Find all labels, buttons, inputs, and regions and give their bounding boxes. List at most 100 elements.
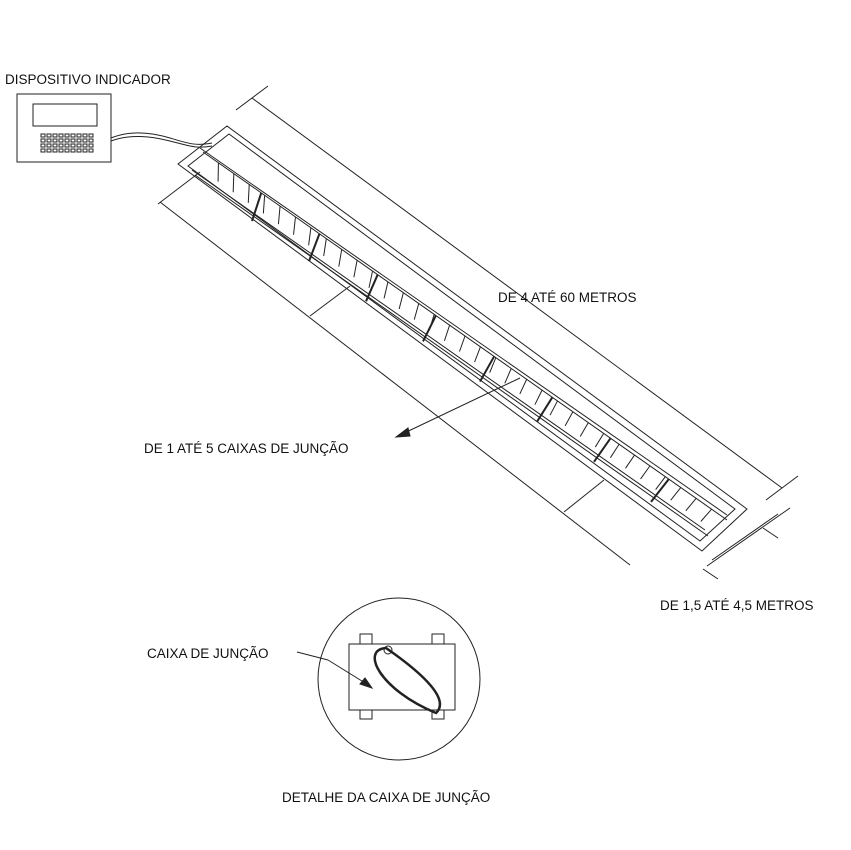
- module-dividers: [251, 192, 670, 503]
- junction-box-label: CAIXA DE JUNÇÃO: [147, 646, 269, 661]
- module-divider: [251, 192, 263, 222]
- junction-box-foot-bl: [359, 709, 373, 720]
- deck-cross-member: [338, 249, 343, 267]
- length-dimension: [235, 85, 799, 501]
- deck-cross-member: [262, 195, 266, 214]
- deck-cross-member: [519, 379, 528, 395]
- keypad-key: [76, 133, 82, 138]
- keypad-key: [70, 143, 76, 148]
- deck-cross-member: [443, 325, 451, 342]
- keypad-key: [58, 148, 64, 153]
- deck-cross-member: [308, 227, 312, 246]
- module-divider: [650, 478, 670, 503]
- keypad-key: [46, 138, 52, 143]
- width-dimension: [702, 507, 791, 580]
- deck-cross-member: [323, 238, 327, 257]
- width-dim-line: [706, 507, 791, 567]
- deck-cross-member: [398, 292, 404, 310]
- keypad-key: [40, 148, 46, 153]
- deck-edge-top: [199, 147, 728, 516]
- keypad-key: [82, 133, 88, 138]
- junction-arrow-line: [397, 377, 521, 437]
- junction-boxes-label: DE 1 ATÉ 5 CAIXAS DE JUNÇÃO: [144, 441, 349, 456]
- keypad-key: [40, 138, 46, 143]
- keypad-key: [52, 138, 58, 143]
- junction-gland: [383, 645, 393, 655]
- deck-cross-member: [594, 433, 605, 448]
- junction-leader-1: [159, 201, 631, 566]
- deck-cross-member: [670, 487, 682, 501]
- foundation-outline: [177, 125, 748, 552]
- indicator-screen: [32, 103, 98, 127]
- weighbridge-platform: [177, 125, 748, 552]
- indicator-keypad: [40, 133, 94, 153]
- module-divider: [593, 437, 612, 463]
- deck-cross-member: [504, 368, 512, 384]
- keypad-key: [52, 148, 58, 153]
- junction-callout-line: [296, 651, 329, 661]
- deck-cross-member: [353, 260, 358, 278]
- deck-edge-bottom-2: [194, 174, 709, 537]
- width-label: DE 1,5 ATÉ 4,5 METROS: [660, 598, 814, 613]
- deck-cross-member: [383, 281, 389, 299]
- keypad-key: [40, 133, 46, 138]
- keypad-key: [76, 143, 82, 148]
- keypad-key: [46, 133, 52, 138]
- keypad-key: [70, 138, 76, 143]
- detail-caption: DETALHE DA CAIXA DE JUNÇÃO: [282, 790, 490, 805]
- deck-cross-member: [700, 508, 712, 522]
- deck-cross-member: [685, 498, 697, 512]
- deck-cross-member: [474, 346, 481, 363]
- deck-cross-member: [625, 454, 635, 469]
- deck-cross-member: [459, 335, 466, 352]
- junction-box-body: [348, 643, 456, 711]
- junction-box-foot-tr: [431, 633, 445, 645]
- foundation-inner: [187, 133, 736, 542]
- deck-cross-member: [579, 422, 589, 437]
- keypad-key: [52, 143, 58, 148]
- module-divider: [536, 396, 554, 423]
- module-divider: [365, 274, 379, 302]
- junction-leader-2: [157, 171, 201, 205]
- junction-leaders: [157, 171, 631, 566]
- deck-cross-member: [655, 476, 666, 490]
- deck-cross-member: [293, 216, 296, 235]
- module-divider: [308, 233, 321, 262]
- keypad-key: [88, 133, 94, 138]
- length-dim-line: [251, 97, 783, 489]
- indicator-cable-2: [110, 136, 213, 148]
- deck-cross-members: [217, 162, 712, 522]
- keypad-key: [82, 138, 88, 143]
- keypad-key: [70, 148, 76, 153]
- module-divider: [479, 355, 495, 383]
- length-label: DE 4 ATÉ 60 METROS: [498, 290, 637, 305]
- keypad-key: [88, 148, 94, 153]
- deck-cross-member: [368, 270, 374, 288]
- junction-arrowhead: [394, 427, 411, 438]
- deck-cross-member: [564, 411, 574, 427]
- keypad-key: [70, 133, 76, 138]
- junction-cable: [373, 646, 442, 715]
- keypad-key: [76, 138, 82, 143]
- keypad-key: [46, 143, 52, 148]
- width-ext-line: [711, 513, 779, 561]
- width-tick-2: [762, 527, 779, 539]
- module-divider: [422, 315, 437, 342]
- deck-cross-member: [247, 184, 250, 203]
- indicator-body: [16, 93, 112, 163]
- keypad-key: [64, 148, 70, 153]
- deck-cross-member: [489, 357, 497, 373]
- keypad-key: [88, 143, 94, 148]
- deck-cross-member: [534, 389, 543, 405]
- keypad-key: [40, 143, 46, 148]
- deck-cross-member: [609, 443, 620, 458]
- deck-cross-member: [413, 303, 420, 320]
- width-tick-1: [702, 568, 719, 580]
- deck-cross-member: [640, 465, 651, 480]
- junction-box-foot-tl: [359, 633, 373, 645]
- length-ext-line-end: [765, 475, 799, 501]
- indicator-device: [16, 93, 112, 163]
- keypad-key: [64, 133, 70, 138]
- deck-cross-member: [549, 400, 558, 416]
